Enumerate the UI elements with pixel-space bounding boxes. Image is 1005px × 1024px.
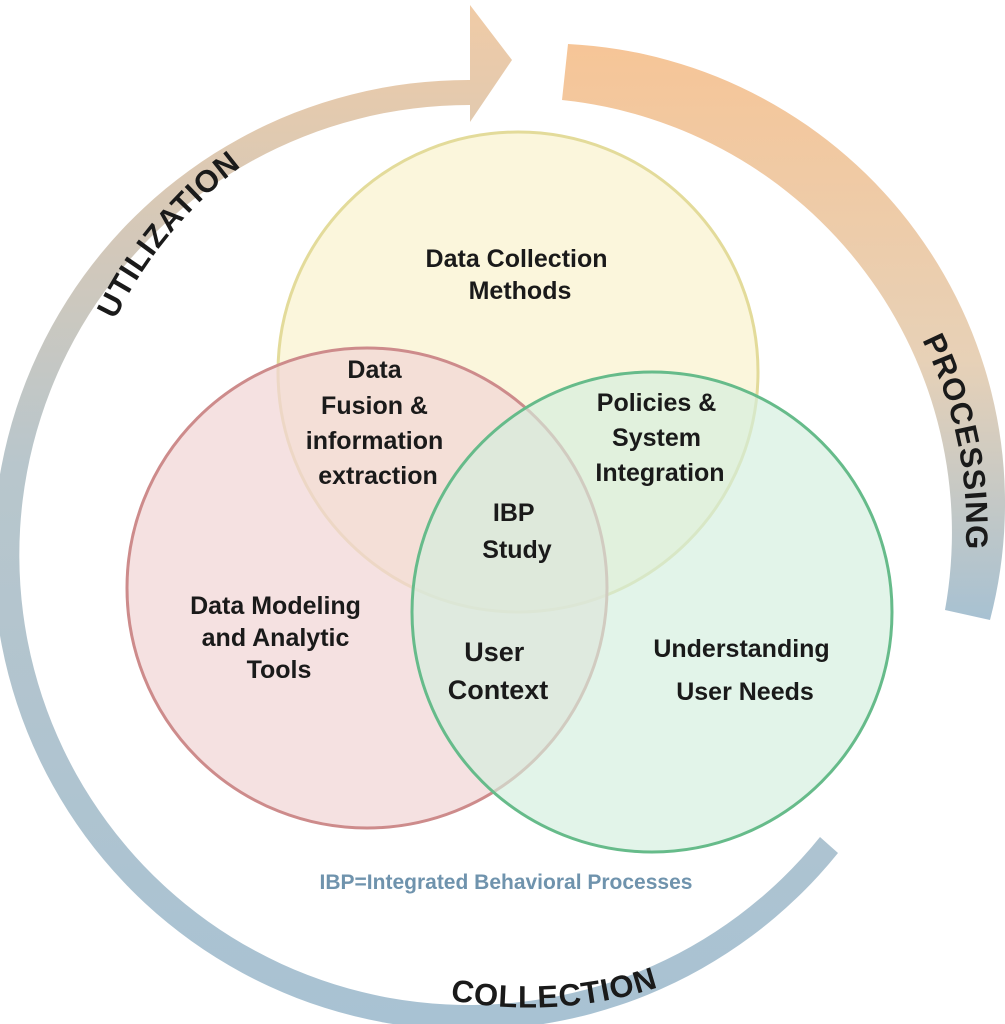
data-collection-line-1: Data Collection (426, 245, 608, 273)
data-modeling-line-2: and Analytic (202, 624, 350, 652)
fusion-line-1: Data (347, 356, 402, 384)
cycle-arrow-right (562, 44, 1005, 620)
circle-user-needs (410, 370, 894, 854)
ibp-definition-footnote: IBP=Integrated Behavioral Processes (320, 871, 693, 894)
user-context-line-1: User (464, 637, 525, 667)
user-needs-label: Understanding User Needs (653, 635, 836, 706)
data-modeling-line-1: Data Modeling (190, 592, 361, 620)
cycle-arrow-left (0, 5, 838, 1024)
user-context-overlap-label: User Context (448, 637, 549, 705)
policies-line-1: Policies & (597, 389, 717, 417)
fusion-line-2: Fusion & (321, 392, 428, 420)
fusion-overlap-label: Data Fusion & information extraction (306, 356, 450, 490)
user-needs-line-1: Understanding (653, 635, 829, 663)
policies-line-3: Integration (595, 459, 724, 487)
center-line-1: IBP (493, 499, 534, 527)
fusion-line-3: information (306, 427, 444, 455)
policies-line-2: System (612, 424, 701, 452)
center-line-2: Study (482, 536, 552, 564)
data-collection-line-2: Methods (469, 277, 572, 305)
data-modeling-line-3: Tools (247, 656, 312, 684)
fusion-line-4: extraction (318, 462, 437, 490)
data-modeling-label: Data Modeling and Analytic Tools (190, 592, 368, 684)
stage-utilization-text: UTILIZATION (90, 144, 245, 323)
data-collection-label: Data Collection Methods (426, 245, 615, 305)
stage-utilization-label: UTILIZATION (90, 144, 246, 323)
center-overlap-label: IBP Study (482, 499, 552, 564)
policies-overlap-label: Policies & System Integration (595, 389, 724, 487)
user-needs-line-2: User Needs (676, 678, 814, 706)
stage-collection-text: COLLECTION (449, 960, 660, 1014)
user-context-line-2: Context (448, 675, 549, 705)
stage-collection-label: COLLECTION (449, 960, 661, 1014)
